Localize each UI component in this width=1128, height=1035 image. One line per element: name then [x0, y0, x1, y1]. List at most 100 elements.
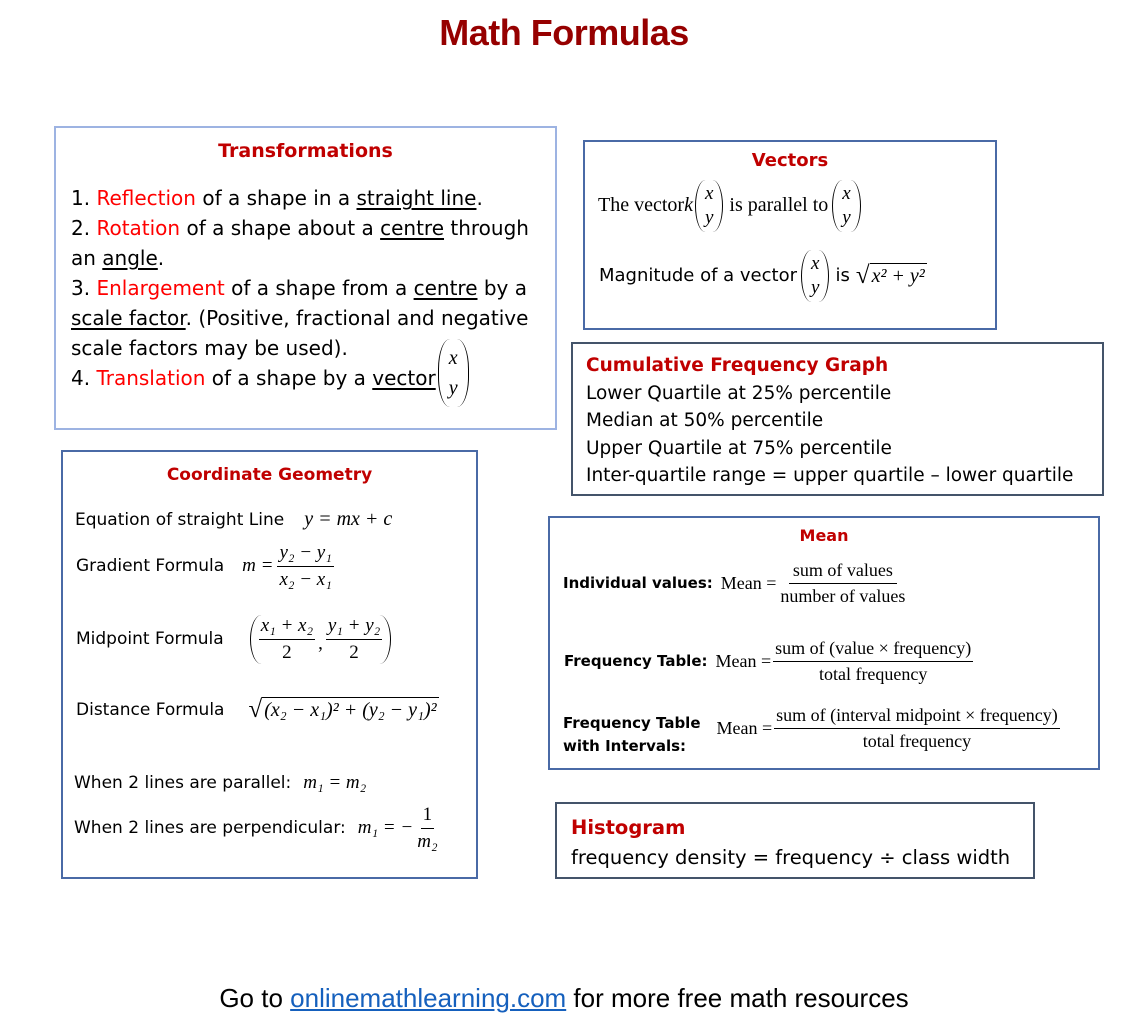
item-number: 2.: [71, 216, 97, 240]
distance-label: Distance Formula: [76, 699, 225, 720]
transformations-heading: Transformations: [218, 140, 393, 162]
perpendicular-row: When 2 lines are perpendicular: m₁ = − 1…: [74, 804, 440, 853]
coordinate-geometry-box: Coordinate Geometry Equation of straight…: [61, 450, 478, 879]
mean-row-frequency-table: Frequency Table: Mean = sum of (value × …: [564, 638, 974, 684]
cf-line-upper-quartile: Upper Quartile at 75% percentile: [586, 437, 892, 459]
vector-y: y: [704, 206, 714, 228]
mean-row-individual: Individual values: Mean = sum of values …: [563, 560, 907, 606]
item-number: 4.: [71, 366, 97, 390]
mean-label-intervals-line1: Frequency Table: [563, 714, 701, 732]
cf-line-lower-quartile: Lower Quartile at 25% percentile: [586, 382, 892, 404]
mean-heading: Mean: [799, 526, 849, 545]
item-text: . (Positive, fractional and negative: [185, 306, 529, 330]
vectors-text: The vector: [598, 194, 685, 217]
mean-numerator: sum of values: [788, 560, 897, 584]
perpendicular-numerator: 1: [420, 804, 435, 829]
cumulative-frequency-content: Cumulative Frequency Graph Lower Quartil…: [586, 352, 1073, 490]
footer-link[interactable]: onlinemathlearning.com: [290, 983, 567, 1013]
distance-formula: √ (x₂ − x₁)² + (y₂ − y₁)²: [248, 696, 439, 723]
midpoint-formula: x₁ + x₂ 2 , y₁ + y₂ 2: [249, 615, 392, 664]
column-vector: x y: [694, 180, 724, 232]
keyword-reflection: Reflection: [96, 186, 196, 210]
item-text: .: [476, 186, 483, 210]
sqrt-icon: √: [855, 262, 870, 290]
cumulative-frequency-heading: Cumulative Frequency Graph: [586, 355, 889, 376]
mean-row-intervals: Frequency Table with Intervals: Mean = s…: [563, 705, 1060, 758]
midpoint-separator: ,: [318, 633, 323, 655]
midpoint-y-numerator: y₁ + y₂: [325, 615, 383, 640]
footer: Go to onlinemathlearning.com for more fr…: [0, 983, 1128, 1014]
magnitude-expression: x² + y²: [869, 263, 927, 288]
term-centre: centre: [413, 276, 478, 300]
transformation-item-rotation-cont: an angle.: [71, 243, 529, 273]
vectors-magnitude-line: Magnitude of a vector x y is √ x² + y²: [599, 250, 927, 302]
mean-fraction-individual: sum of values number of values: [778, 560, 907, 606]
cumulative-frequency-box: Cumulative Frequency Graph Lower Quartil…: [571, 342, 1104, 496]
transformation-item-enlargement-cont2: scale factors may be used).: [71, 336, 348, 360]
parallel-label: When 2 lines are parallel:: [74, 773, 292, 793]
vectors-box: Vectors The vector k x y is parallel to …: [583, 140, 997, 330]
vector-x: x: [448, 347, 458, 369]
item-text: .: [157, 246, 165, 270]
item-text: through: [444, 216, 529, 240]
mean-fraction-frequency-table: sum of (value × frequency) total frequen…: [773, 638, 974, 684]
term-vector: vector: [372, 366, 436, 390]
transformations-list: 1. Reflection of a shape in a straight l…: [71, 183, 529, 407]
straight-line-formula: y = mx + c: [304, 508, 393, 530]
mean-numerator: sum of (interval midpoint × frequency): [774, 705, 1060, 729]
vectors-text: is: [835, 265, 850, 287]
mean-denominator: number of values: [780, 585, 906, 606]
mean-label-intervals-line2: with Intervals:: [563, 737, 687, 755]
histogram-content: Histogram frequency density = frequency …: [571, 813, 1010, 873]
transformations-box: Transformations 1. Reflection of a shape…: [54, 126, 557, 430]
perpendicular-fraction: 1 m₂: [415, 804, 439, 853]
midpoint-x-fraction: x₁ + x₂ 2: [258, 615, 316, 664]
vector-x: x: [704, 183, 714, 204]
transformation-item-enlargement: 3. Enlargement of a shape from a centre …: [71, 273, 529, 303]
keyword-enlargement: Enlargement: [96, 276, 225, 300]
straight-line-label: Equation of straight Line: [75, 509, 285, 530]
histogram-heading: Histogram: [571, 816, 686, 839]
term-scale-factor: scale factor: [71, 306, 186, 330]
footer-suffix: for more free math resources: [566, 983, 909, 1013]
keyword-translation: Translation: [96, 366, 206, 390]
gradient-lhs: m =: [242, 555, 274, 577]
transformation-item-rotation: 2. Rotation of a shape about a centre th…: [71, 213, 529, 243]
mean-numerator: sum of (value × frequency): [773, 638, 974, 662]
vectors-text: Magnitude of a vector: [599, 265, 797, 287]
mean-box: Mean Individual values: Mean = sum of va…: [548, 516, 1100, 770]
gradient-denominator: x₂ − x₁: [279, 568, 332, 590]
vector-x: x: [842, 183, 851, 204]
term-angle: angle: [102, 246, 158, 270]
page-title: Math Formulas: [439, 12, 689, 53]
distance-expression: (x₂ − x₁)² + (y₂ − y₁)²: [262, 697, 439, 721]
perpendicular-label: When 2 lines are perpendicular:: [74, 818, 346, 839]
gradient-numerator: y₂ − y₁: [277, 542, 334, 567]
sqrt-icon: √: [248, 696, 263, 723]
transformation-item-enlargement-cont: scale factor. (Positive, fractional and …: [71, 303, 529, 333]
cf-line-median: Median at 50% percentile: [586, 410, 824, 431]
item-text: of a shape by a: [205, 366, 373, 390]
column-vector: x y: [832, 180, 861, 232]
item-text: of a shape about a: [180, 216, 381, 240]
mean-label-individual: Individual values:: [563, 574, 713, 593]
keyword-rotation: Rotation: [96, 216, 181, 240]
vector-y: y: [842, 206, 851, 228]
straight-line-row: Equation of straight Line y = mx + c: [75, 508, 392, 531]
column-vector: x y: [801, 250, 830, 302]
gradient-label: Gradient Formula: [76, 556, 225, 577]
column-vector: x y: [437, 339, 469, 407]
vectors-parallel-line: The vector k x y is parallel to x y: [598, 180, 861, 232]
perpendicular-denominator: m₂: [417, 830, 438, 852]
transformation-item-translation: 4. Translation of a shape by a vector x …: [71, 339, 529, 407]
vectors-heading: Vectors: [751, 150, 829, 171]
mean-denominator: total frequency: [862, 730, 972, 751]
item-number: 1.: [71, 186, 97, 210]
vector-x: x: [811, 253, 820, 274]
item-text: by a: [477, 276, 528, 300]
item-number: 3.: [71, 276, 97, 300]
term-centre: centre: [380, 216, 445, 240]
gradient-row: Gradient Formula m = y₂ − y₁ x₂ − x₁: [76, 542, 334, 591]
mean-lhs: Mean =: [720, 572, 777, 593]
midpoint-label: Midpoint Formula: [76, 629, 224, 650]
